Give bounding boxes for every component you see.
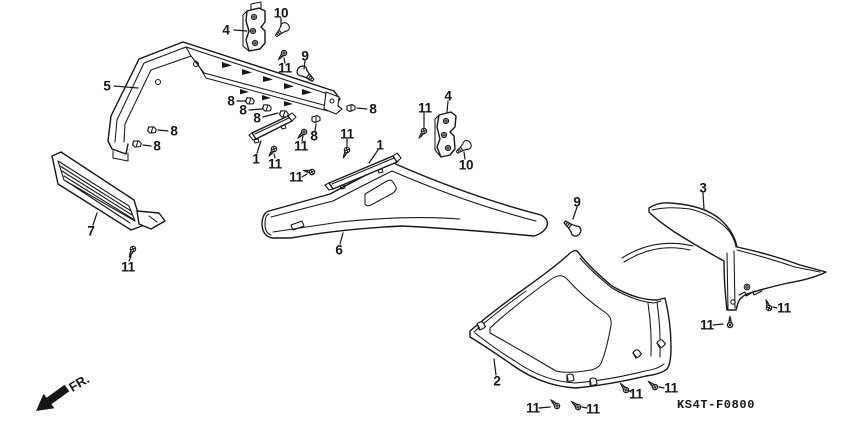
part-1-garnish-right: [324, 152, 402, 191]
bolt-9-right: [560, 217, 584, 239]
part-2-center-cover: [469, 249, 672, 389]
leader-lines: [92, 17, 778, 409]
callout-label-11: 11: [777, 300, 791, 316]
callout-label-8: 8: [170, 123, 178, 139]
callout-label-9: 9: [573, 194, 581, 210]
callout-label-11: 11: [526, 400, 540, 416]
callout-label-11: 11: [268, 156, 282, 172]
callout-label-1: 1: [252, 151, 260, 167]
callout-label-8: 8: [253, 110, 261, 126]
callout-label-11: 11: [294, 138, 308, 154]
callout-label-11: 11: [664, 380, 678, 396]
callout-label-8: 8: [310, 128, 318, 144]
callout-label-6: 6: [335, 242, 343, 258]
callout-label-11: 11: [629, 386, 643, 402]
callout-label-5: 5: [103, 78, 111, 94]
callout-label-11: 11: [340, 126, 354, 142]
part-1-garnish-left: [248, 112, 297, 144]
bolt-10-top: [272, 20, 292, 40]
callout-label-1: 1: [376, 137, 384, 153]
fr-direction-arrow: [36, 384, 70, 411]
part-3-side-cover: [621, 202, 827, 311]
callout-label-8: 8: [153, 138, 161, 154]
callout-label-10: 10: [273, 5, 289, 21]
callout-label-3: 3: [699, 180, 707, 196]
part-7-grille: [51, 151, 166, 231]
callout-label-9: 9: [301, 48, 309, 64]
callout-label-11: 11: [418, 100, 432, 116]
callout-label-10: 10: [458, 157, 474, 173]
callout-label-11: 11: [586, 401, 600, 417]
callout-label-7: 7: [87, 223, 95, 239]
part-6-molding: [261, 161, 549, 239]
callout-label-8: 8: [227, 93, 235, 109]
diagram-code: KS4T-F0800: [677, 398, 756, 412]
callout-label-11: 11: [121, 259, 135, 275]
callout-label-4: 4: [444, 88, 452, 104]
callout-label-11: 11: [700, 317, 714, 333]
bolt-10-right: [453, 138, 474, 157]
callout-label-8: 8: [239, 102, 247, 118]
callout-label-11: 11: [278, 60, 292, 76]
part-4-bracket-right: [434, 111, 457, 158]
callout-label-11: 11: [289, 169, 303, 185]
callout-label-8: 8: [369, 101, 377, 117]
part-4-bracket-top: [242, 1, 266, 52]
callout-label-4: 4: [222, 22, 230, 38]
callout-label-2: 2: [493, 373, 501, 389]
